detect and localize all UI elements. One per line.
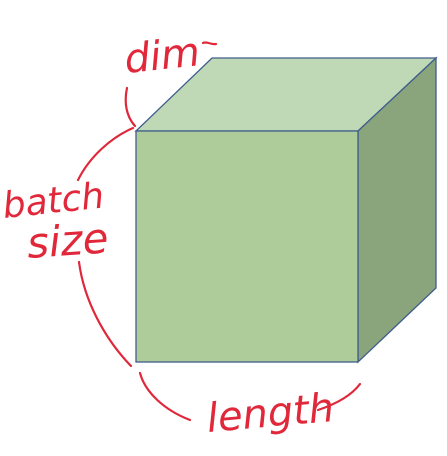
length-label: length	[205, 385, 336, 442]
dim-tilde-stroke	[201, 41, 218, 46]
size-label: size	[25, 213, 110, 268]
length-bracket-right-stroke	[316, 382, 362, 412]
dim-bracket-stroke	[124, 86, 137, 128]
batch-size-bracket-upper-stroke	[76, 126, 135, 182]
length-bracket-left-stroke	[138, 371, 192, 422]
batch-size-bracket-lower-stroke	[77, 260, 133, 368]
dim-label: dim	[122, 29, 202, 83]
cube-front-face	[135, 130, 359, 363]
